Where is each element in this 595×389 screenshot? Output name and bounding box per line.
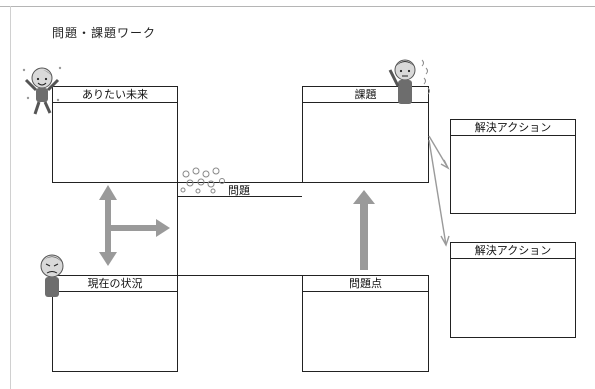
- frame-left-border: [10, 6, 11, 389]
- up-arrow: [353, 190, 375, 270]
- arrow-down-head: [99, 252, 117, 266]
- arrow-head-2: [440, 235, 450, 247]
- connector-mid: [177, 196, 302, 197]
- action-box-2: 解決アクション: [450, 242, 576, 338]
- action-box-1: 解決アクション: [450, 119, 576, 214]
- worried-person-icon: [40, 254, 64, 297]
- arrow-right-shaft: [111, 225, 156, 231]
- branch-arrows: [428, 135, 450, 247]
- action-label-2: 解決アクション: [451, 243, 575, 259]
- cross-arrow: [99, 185, 170, 266]
- ideal-future-label: ありたい未来: [53, 87, 177, 103]
- confusion-doodle-icon: [180, 167, 225, 194]
- issue-label: 課題: [303, 87, 428, 103]
- problem-point-label: 問題点: [303, 276, 428, 292]
- arrow-right-head: [156, 219, 170, 237]
- arrow-to-action-2: [428, 139, 447, 246]
- current-situation-label: 現在の状況: [53, 276, 177, 292]
- ideal-future-box: ありたい未来: [52, 86, 178, 183]
- connector-bottom: [177, 275, 302, 276]
- thinking-person-icon: [388, 59, 430, 104]
- arrow-up-shaft: [353, 190, 375, 270]
- connector-top: [177, 182, 302, 183]
- connector-vertical: [177, 182, 178, 276]
- action-label-1: 解決アクション: [451, 120, 575, 136]
- arrow-head-1: [440, 159, 450, 170]
- problem-label: 問題: [228, 184, 250, 197]
- happy-person-icon: [22, 66, 62, 115]
- problem-point-box: 問題点: [302, 275, 429, 372]
- frame-top-border: [0, 6, 595, 7]
- page-title: 問題・課題ワーク: [52, 26, 157, 40]
- current-situation-box: 現在の状況: [52, 275, 178, 372]
- arrow-up: [99, 185, 117, 253]
